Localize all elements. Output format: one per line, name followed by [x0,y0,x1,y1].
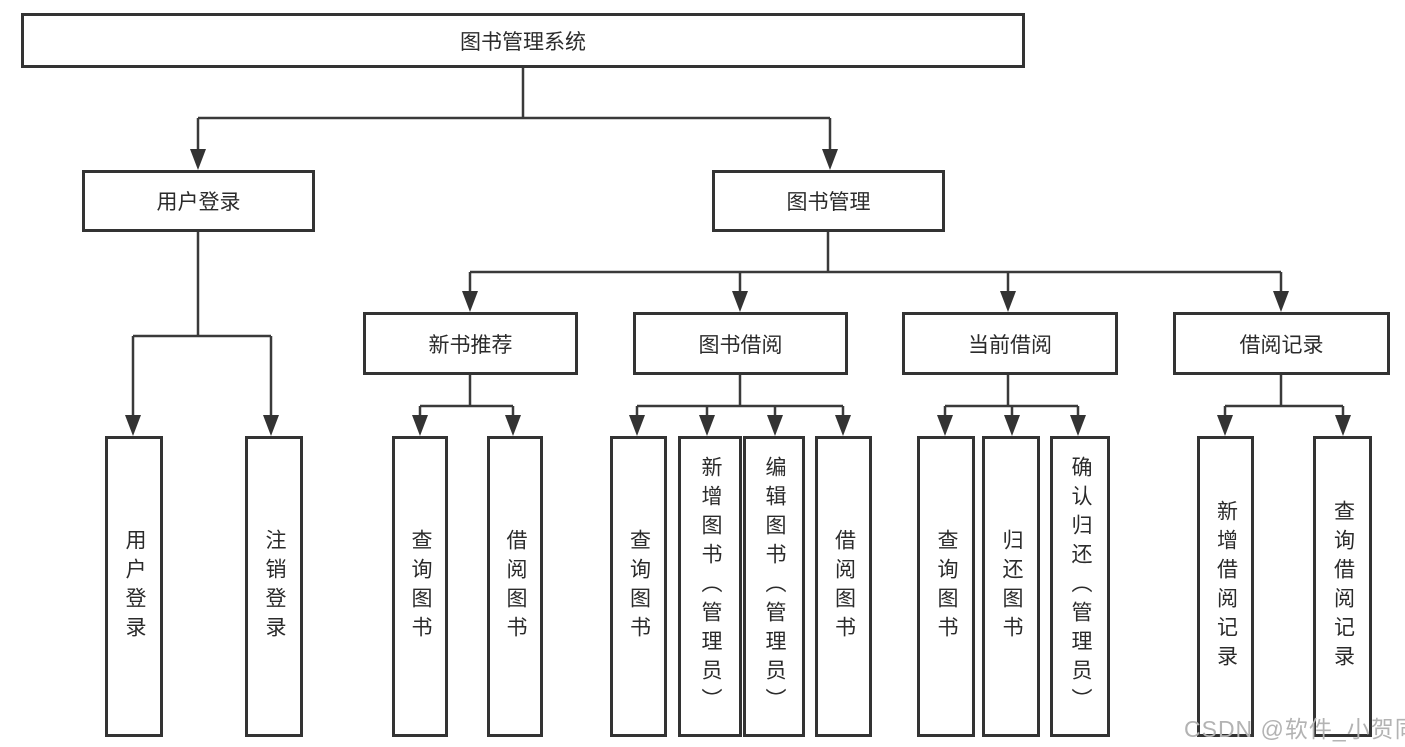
node-label: 确认归还（管理员） [1069,456,1093,717]
node-label: 归还图书 [1000,528,1024,645]
node-label: 图书管理 [786,191,871,214]
node-logout: 注销登录 [245,436,303,737]
node-label: 查询图书 [627,528,651,645]
node-borrowing-records: 借阅记录 [1173,312,1390,375]
node-label: 新增图书（管理员） [699,456,723,717]
node-user-login: 用户登录 [105,436,163,737]
node-book-borrowing: 图书借阅 [633,312,848,375]
node-label: 查询借阅记录 [1331,499,1355,674]
node-query-books-borrowing: 查询图书 [610,436,667,737]
node-label: 用户登录 [123,528,147,645]
node-label: 借阅图书 [832,528,856,645]
node-label: 新书推荐 [428,333,513,357]
node-label: 图书管理系统 [460,30,586,54]
node-user-login-group: 用户登录 [82,170,315,232]
node-label: 查询图书 [935,528,959,645]
node-label: 图书借阅 [698,333,783,357]
node-confirm-return-admin: 确认归还（管理员） [1050,436,1110,737]
node-borrow-books-recommend: 借阅图书 [487,436,543,737]
node-add-borrow-record: 新增借阅记录 [1197,436,1254,737]
node-book-management: 图书管理 [712,170,945,232]
node-query-books-current: 查询图书 [917,436,975,737]
node-add-book-admin: 新增图书（管理员） [678,436,742,737]
node-return-book: 归还图书 [982,436,1040,737]
node-label: 当前借阅 [968,333,1052,357]
node-root-system: 图书管理系统 [21,13,1025,68]
node-edit-book-admin: 编辑图书（管理员） [743,436,805,737]
csdn-watermark: CSDN @软件_小贺同学 [1184,716,1405,742]
node-label: 借阅图书 [504,528,528,645]
node-current-borrowing: 当前借阅 [902,312,1118,375]
node-label: 用户登录 [156,191,241,214]
node-borrow-books-borrowing: 借阅图书 [815,436,872,737]
node-label: 新增借阅记录 [1214,499,1238,674]
node-query-books-recommend: 查询图书 [392,436,448,737]
node-query-borrow-record: 查询借阅记录 [1313,436,1372,737]
node-label: 借阅记录 [1239,333,1324,357]
node-label: 查询图书 [409,528,433,645]
node-label: 注销登录 [263,528,287,645]
node-label: 编辑图书（管理员） [763,456,787,717]
node-new-book-recommend: 新书推荐 [363,312,578,375]
